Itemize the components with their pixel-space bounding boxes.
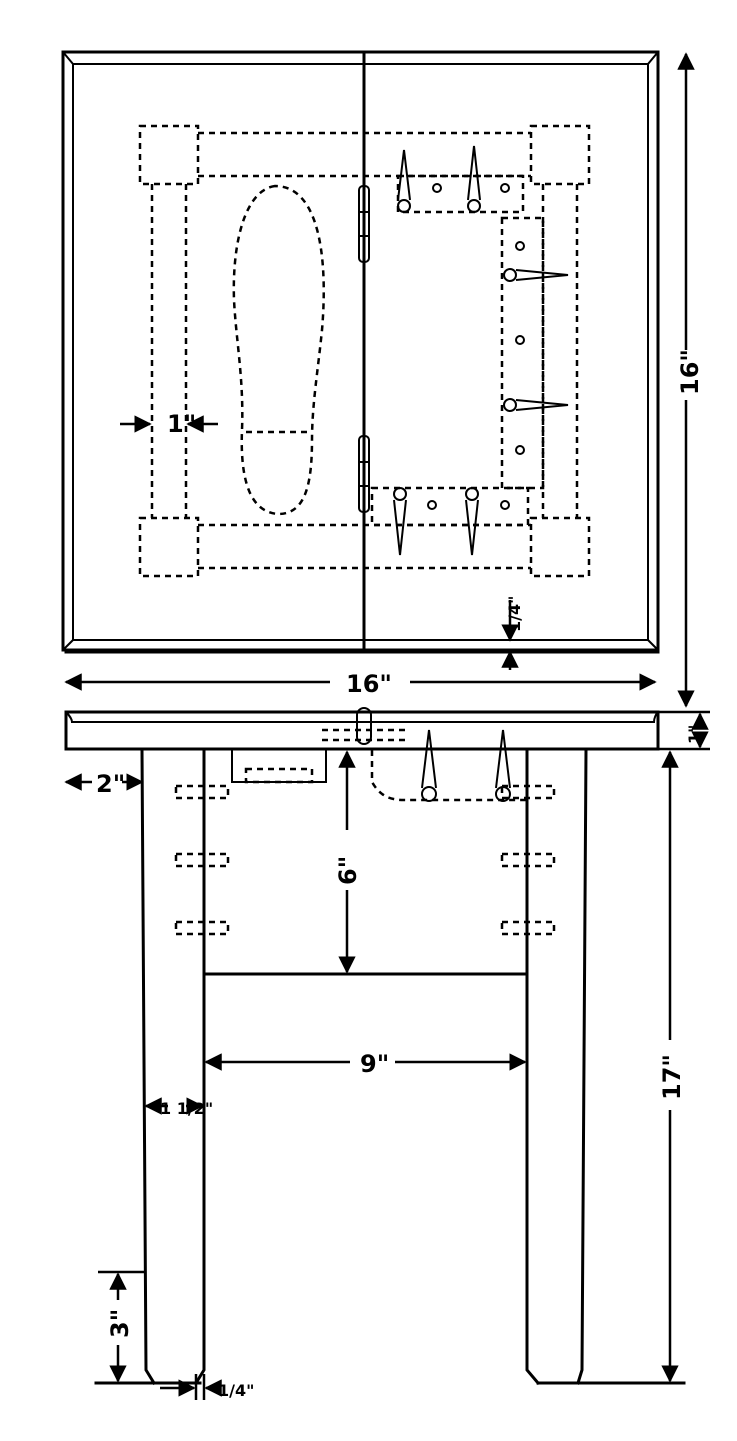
corner-post-top-left (138, 124, 200, 186)
legs (94, 748, 686, 1386)
dim-edge-offset: 2" (64, 770, 144, 798)
hinge-lower (358, 435, 370, 513)
leg-right-inner (525, 748, 541, 1386)
corner-post-bottom-right (529, 516, 591, 578)
label-apron-depth: 6" (334, 856, 362, 885)
dim-top-depth: 16" (676, 52, 704, 708)
label-shelf-thickness: 1" (685, 725, 704, 744)
under-cleats (231, 729, 530, 802)
lid-outer-frame (61, 50, 660, 652)
label-leg-width: 1 1/2" (160, 1099, 213, 1118)
label-taper-length: 3" (106, 1309, 134, 1338)
label-top-depth: 16" (676, 349, 704, 395)
cleat-top (396, 174, 525, 214)
dim-leg-spacing: 9" (204, 1050, 527, 1078)
lid-top-view (61, 50, 660, 652)
label-taper-amount: 1/4" (218, 1381, 254, 1400)
shelf-board (64, 650, 660, 751)
label-lip-height: 1/4" (505, 596, 524, 632)
cleat-right (500, 216, 545, 490)
dim-apron-depth: 6" (334, 750, 362, 974)
dim-taper-amount: 1/4" (160, 1374, 254, 1400)
dowels (174, 784, 556, 936)
corner-post-top-right (529, 124, 591, 186)
lid-inner-panel (72, 63, 649, 641)
dim-total-height: 17" (658, 750, 686, 1383)
leg-right-outer (576, 748, 588, 1385)
leg-left-outer (140, 748, 157, 1386)
dim-leg-width: 1 1/2" (144, 1097, 213, 1118)
hinges (358, 185, 370, 513)
label-total-height: 17" (658, 1054, 686, 1100)
dim-post-width: 1" (120, 410, 218, 438)
shelf-front (64, 710, 660, 751)
footprint-outline (232, 184, 325, 516)
dim-lip-height: 1/4" (501, 596, 524, 670)
label-post-width: 1" (167, 410, 196, 438)
dim-shelf-thickness: 1" (650, 710, 710, 751)
label-edge-offset: 2" (96, 770, 125, 798)
label-leg-spacing: 9" (360, 1050, 389, 1078)
dim-taper-length: 3" (98, 1270, 146, 1383)
leg-left-inner (193, 748, 206, 1386)
corner-post-bottom-left (138, 516, 200, 578)
hidden-frame (138, 124, 591, 578)
dim-top-width: 16" (64, 670, 657, 698)
hinge-upper (358, 185, 370, 263)
label-top-width: 16" (346, 670, 392, 698)
cleat-bottom (370, 486, 530, 527)
